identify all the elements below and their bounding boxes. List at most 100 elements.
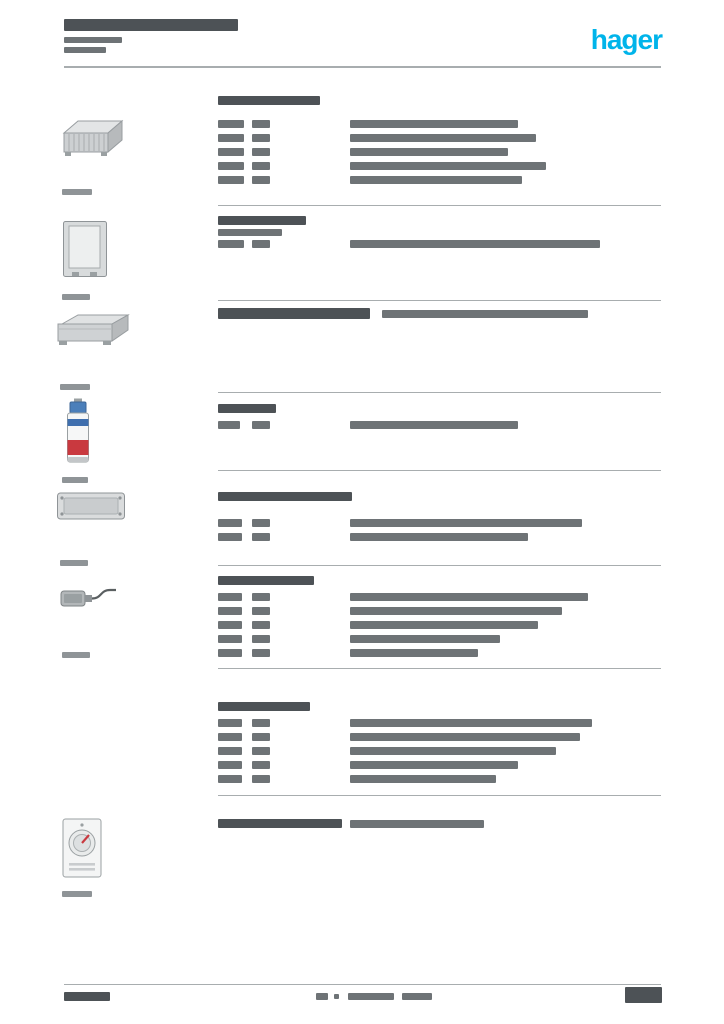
spec-text-redacted: [252, 747, 270, 755]
spec-text-redacted: [350, 162, 546, 170]
product-ref-redacted: [62, 189, 92, 195]
spec-text-redacted: [350, 421, 518, 429]
product-image-thermostat: [62, 818, 102, 878]
spec-text-redacted: [218, 635, 242, 643]
spec-text-redacted: [218, 649, 242, 657]
spec-text-redacted: [218, 519, 242, 527]
spec-text-redacted: [218, 719, 242, 727]
product-ref-redacted: [62, 294, 90, 300]
spec-text-redacted: [252, 519, 270, 527]
spec-text-redacted: [252, 240, 270, 248]
spec-text-redacted: [218, 593, 242, 601]
hager-logo: hager: [590, 24, 663, 55]
spec-text-redacted: [218, 775, 242, 783]
section-heading-redacted-s6: [218, 576, 314, 585]
section-separator: [218, 470, 661, 471]
section-separator: [218, 205, 661, 206]
spec-text-redacted: [218, 761, 242, 769]
spec-text-redacted: [252, 607, 270, 615]
footer-left-text-redacted: [64, 992, 110, 1001]
spec-text-redacted: [350, 719, 592, 727]
footer-center-text-redacted: [348, 993, 394, 1000]
spec-text-redacted: [218, 747, 242, 755]
section-heading-redacted-s3: [382, 310, 588, 318]
spec-text-redacted: [350, 775, 496, 783]
spec-text-redacted: [218, 607, 242, 615]
section-heading-redacted-s7: [218, 702, 310, 711]
section-heading-redacted-s4: [218, 404, 276, 413]
product-ref-redacted: [62, 891, 92, 897]
spec-text-redacted: [350, 176, 522, 184]
product-ref-redacted: [60, 560, 88, 566]
section-separator: [218, 668, 661, 669]
product-image-cable-sensor: [60, 583, 118, 613]
footer-center-text-redacted: [402, 993, 432, 1000]
product-ref-redacted: [60, 384, 90, 390]
spec-text-redacted: [252, 134, 270, 142]
spec-text-redacted: [252, 162, 270, 170]
spec-text-redacted: [218, 120, 244, 128]
section-heading-redacted-s2: [218, 229, 282, 236]
spec-text-redacted: [252, 621, 270, 629]
footer-center-text-redacted: [316, 993, 328, 1000]
spec-text-redacted: [252, 775, 270, 783]
spec-text-redacted: [350, 635, 500, 643]
section-heading-redacted-s1: [218, 96, 320, 105]
spec-text-redacted: [350, 733, 580, 741]
section-separator: [218, 565, 661, 566]
spec-text-redacted: [252, 649, 270, 657]
spec-text-redacted: [218, 621, 242, 629]
spec-text-redacted: [350, 593, 588, 601]
section-heading-redacted-s5: [218, 492, 352, 501]
spec-text-redacted: [350, 134, 536, 142]
product-image-wall-enclosure: [62, 220, 108, 280]
spec-text-redacted: [218, 148, 244, 156]
spec-text-redacted: [252, 635, 270, 643]
spec-text-redacted: [218, 533, 242, 541]
spec-text-redacted: [350, 148, 508, 156]
product-image-spray-can: [64, 398, 92, 464]
header-subtitle-redacted: [64, 37, 122, 43]
spec-text-redacted: [350, 120, 518, 128]
section-heading-redacted-s8: [350, 820, 484, 828]
product-image-roof-plate: [56, 312, 130, 348]
section-heading-redacted-s2: [218, 216, 306, 225]
footer-center-text-redacted: [334, 994, 339, 999]
section-heading-redacted-s3: [218, 308, 370, 319]
section-heading-redacted-s8: [218, 819, 342, 828]
spec-text-redacted: [350, 649, 478, 657]
section-separator: [218, 392, 661, 393]
spec-text-redacted: [350, 533, 528, 541]
spec-text-redacted: [350, 240, 600, 248]
footer-rule: [64, 984, 661, 985]
spec-text-redacted: [252, 120, 270, 128]
spec-text-redacted: [218, 421, 240, 429]
product-ref-redacted: [62, 477, 88, 483]
spec-text-redacted: [252, 733, 270, 741]
spec-text-redacted: [350, 607, 562, 615]
spec-text-redacted: [350, 519, 582, 527]
product-image-wire-shelf: [60, 116, 124, 160]
spec-text-redacted: [218, 176, 244, 184]
header-rule: [64, 66, 661, 68]
spec-text-redacted: [350, 621, 538, 629]
spec-text-redacted: [252, 761, 270, 769]
spec-text-redacted: [218, 733, 242, 741]
spec-text-redacted: [252, 593, 270, 601]
spec-text-redacted: [252, 148, 270, 156]
spec-text-redacted: [252, 719, 270, 727]
product-image-gland-plate: [56, 490, 126, 522]
spec-text-redacted: [252, 176, 270, 184]
spec-text-redacted: [252, 533, 270, 541]
footer-page-number-box: [625, 987, 662, 1003]
header-title-redacted: [64, 19, 238, 31]
spec-text-redacted: [350, 747, 556, 755]
section-separator: [218, 300, 661, 301]
header-subtitle-redacted: [64, 47, 106, 53]
spec-text-redacted: [252, 421, 270, 429]
spec-text-redacted: [218, 134, 244, 142]
spec-text-redacted: [218, 162, 244, 170]
section-separator: [218, 795, 661, 796]
spec-text-redacted: [350, 761, 518, 769]
